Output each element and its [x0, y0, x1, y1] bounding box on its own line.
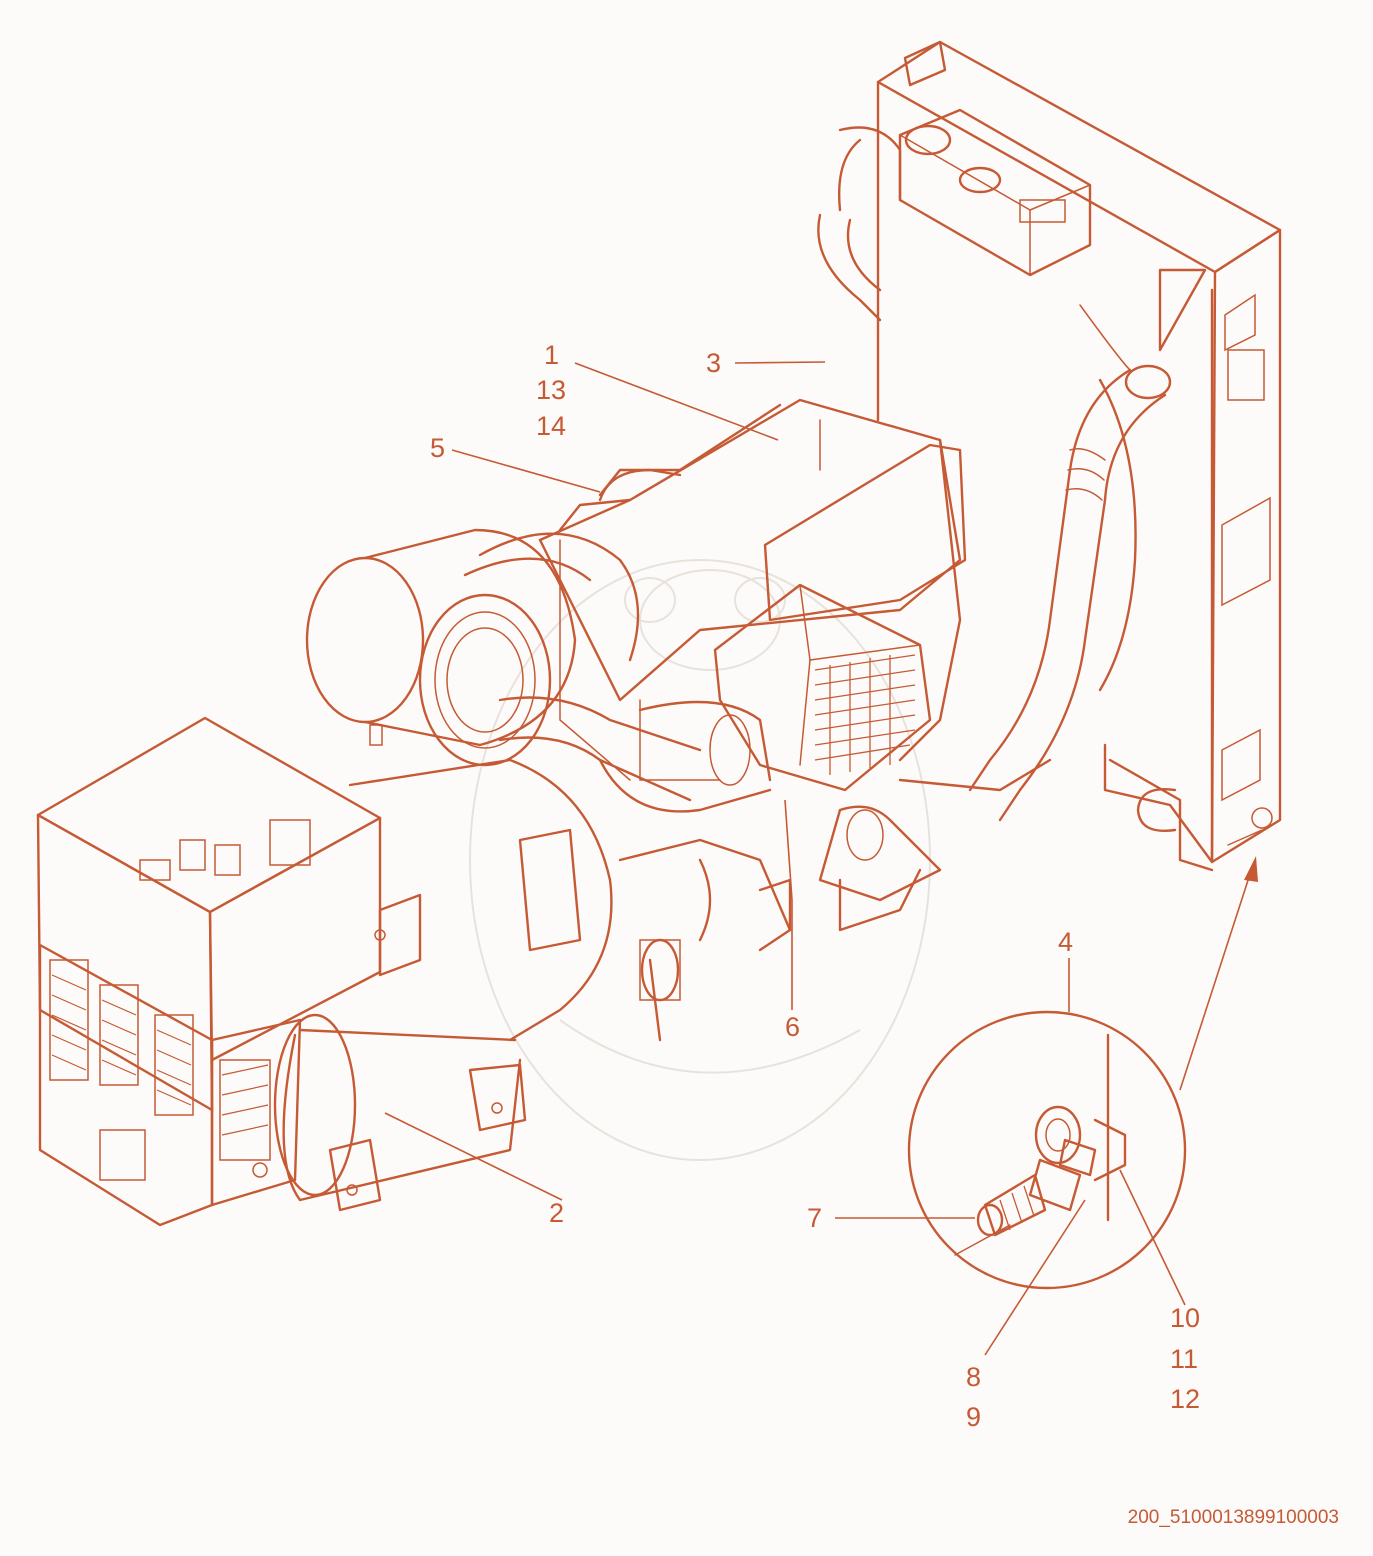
callout-3: 3	[706, 348, 722, 378]
leader-lines	[384, 361, 1258, 1356]
expansion-tank	[817, 40, 1092, 322]
radiator	[876, 40, 1282, 872]
callout-8: 8	[966, 1362, 982, 1392]
callout-2: 2	[549, 1198, 565, 1228]
air-filter	[305, 528, 640, 767]
engine-lower	[618, 758, 1052, 1042]
callout-4: 4	[1058, 927, 1074, 957]
callout-1: 1	[544, 340, 560, 370]
alternator	[273, 758, 613, 1212]
charge-air-pipe	[968, 304, 1172, 822]
drawing-reference-number: 200_5100013899100003	[1127, 1507, 1339, 1528]
detail-inset	[907, 1010, 1187, 1290]
terminal-box	[36, 716, 386, 1227]
callout-7: 7	[807, 1203, 823, 1233]
callout-10: 10	[1170, 1303, 1201, 1333]
callout-5: 5	[430, 433, 446, 463]
callout-13: 13	[536, 375, 567, 405]
engine-block	[538, 398, 967, 781]
callout-12: 12	[1170, 1384, 1201, 1414]
turbo-housing	[713, 583, 942, 902]
intake-pipe	[498, 696, 772, 813]
callout-6: 6	[785, 1012, 801, 1042]
callout-11: 11	[1170, 1344, 1199, 1374]
callout-14: 14	[536, 411, 567, 441]
callout-9: 9	[966, 1402, 982, 1432]
